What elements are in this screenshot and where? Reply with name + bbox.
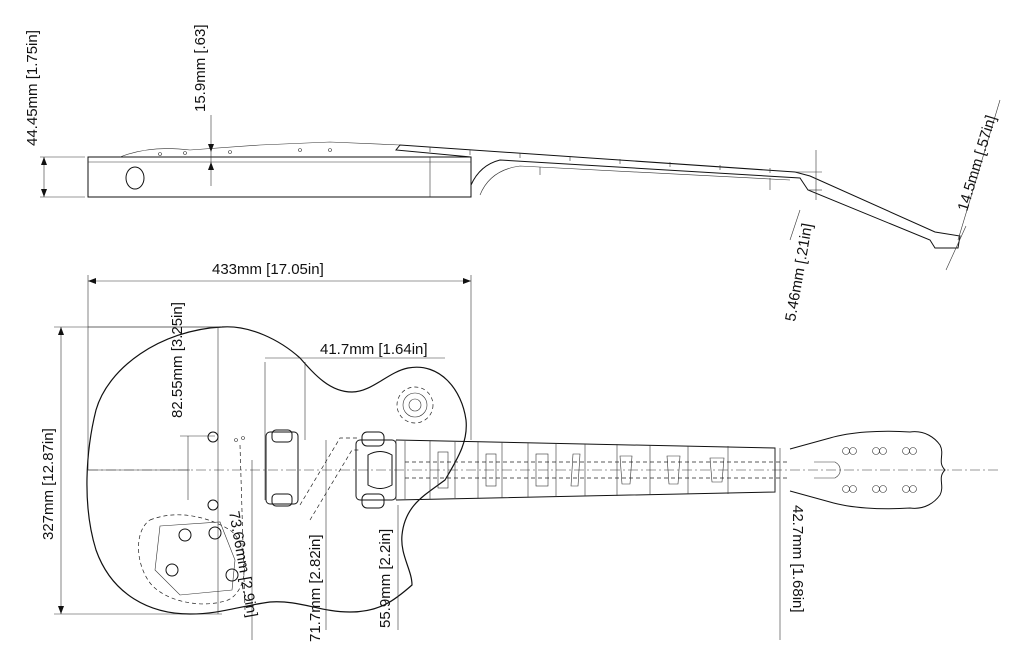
headstock-outline: [789, 430, 946, 510]
side-view-neck: [395, 144, 961, 249]
dim-top-carve: 15.9mm [.63]: [192, 24, 209, 112]
dim-headstock-thickness: 14.5mm [.57in]: [955, 113, 1000, 213]
dim-nut-step: 5.46mm [.21in]: [782, 222, 816, 323]
dim-total-depth: 44.45mm [1.75in]: [24, 30, 41, 146]
dim-bridge-offset: 82.55mm [3.25in]: [169, 302, 186, 418]
dim-nut-width: 42.7mm [1.68in]: [789, 505, 806, 613]
control-cavity: [138, 514, 246, 605]
dim-bridge-pickup: 71.7mm [2.82in]: [307, 534, 324, 642]
dim-neck-pickup: 55.9mm [2.2in]: [377, 529, 394, 628]
fret-inlays: [437, 451, 725, 489]
dim-body-width: 327mm [12.87in]: [40, 428, 57, 540]
tuner-holes: [842, 447, 917, 493]
bridge-studs: [207, 431, 245, 511]
frets: [404, 441, 776, 499]
bridge-pickup: [265, 429, 299, 507]
top-view: 433mm [17.05in] 327mm [12.87in] 41.7mm […: [40, 261, 1000, 642]
side-view-body: [87, 156, 472, 198]
dim-overall-length: 433mm [17.05in]: [212, 261, 324, 278]
guitar-neck: [395, 439, 790, 501]
dim-pickup-spacing: 41.7mm [1.64in]: [320, 341, 428, 358]
dim-tailpiece: 73.66mm [2.9in]: [225, 510, 260, 619]
guitar-body-outline: [86, 326, 467, 615]
jack-hole: [125, 166, 145, 190]
selector-switch: [396, 386, 434, 424]
side-view: 44.45mm [1.75in] 15.9mm [.63] 5.46mm [.2…: [24, 24, 1001, 323]
